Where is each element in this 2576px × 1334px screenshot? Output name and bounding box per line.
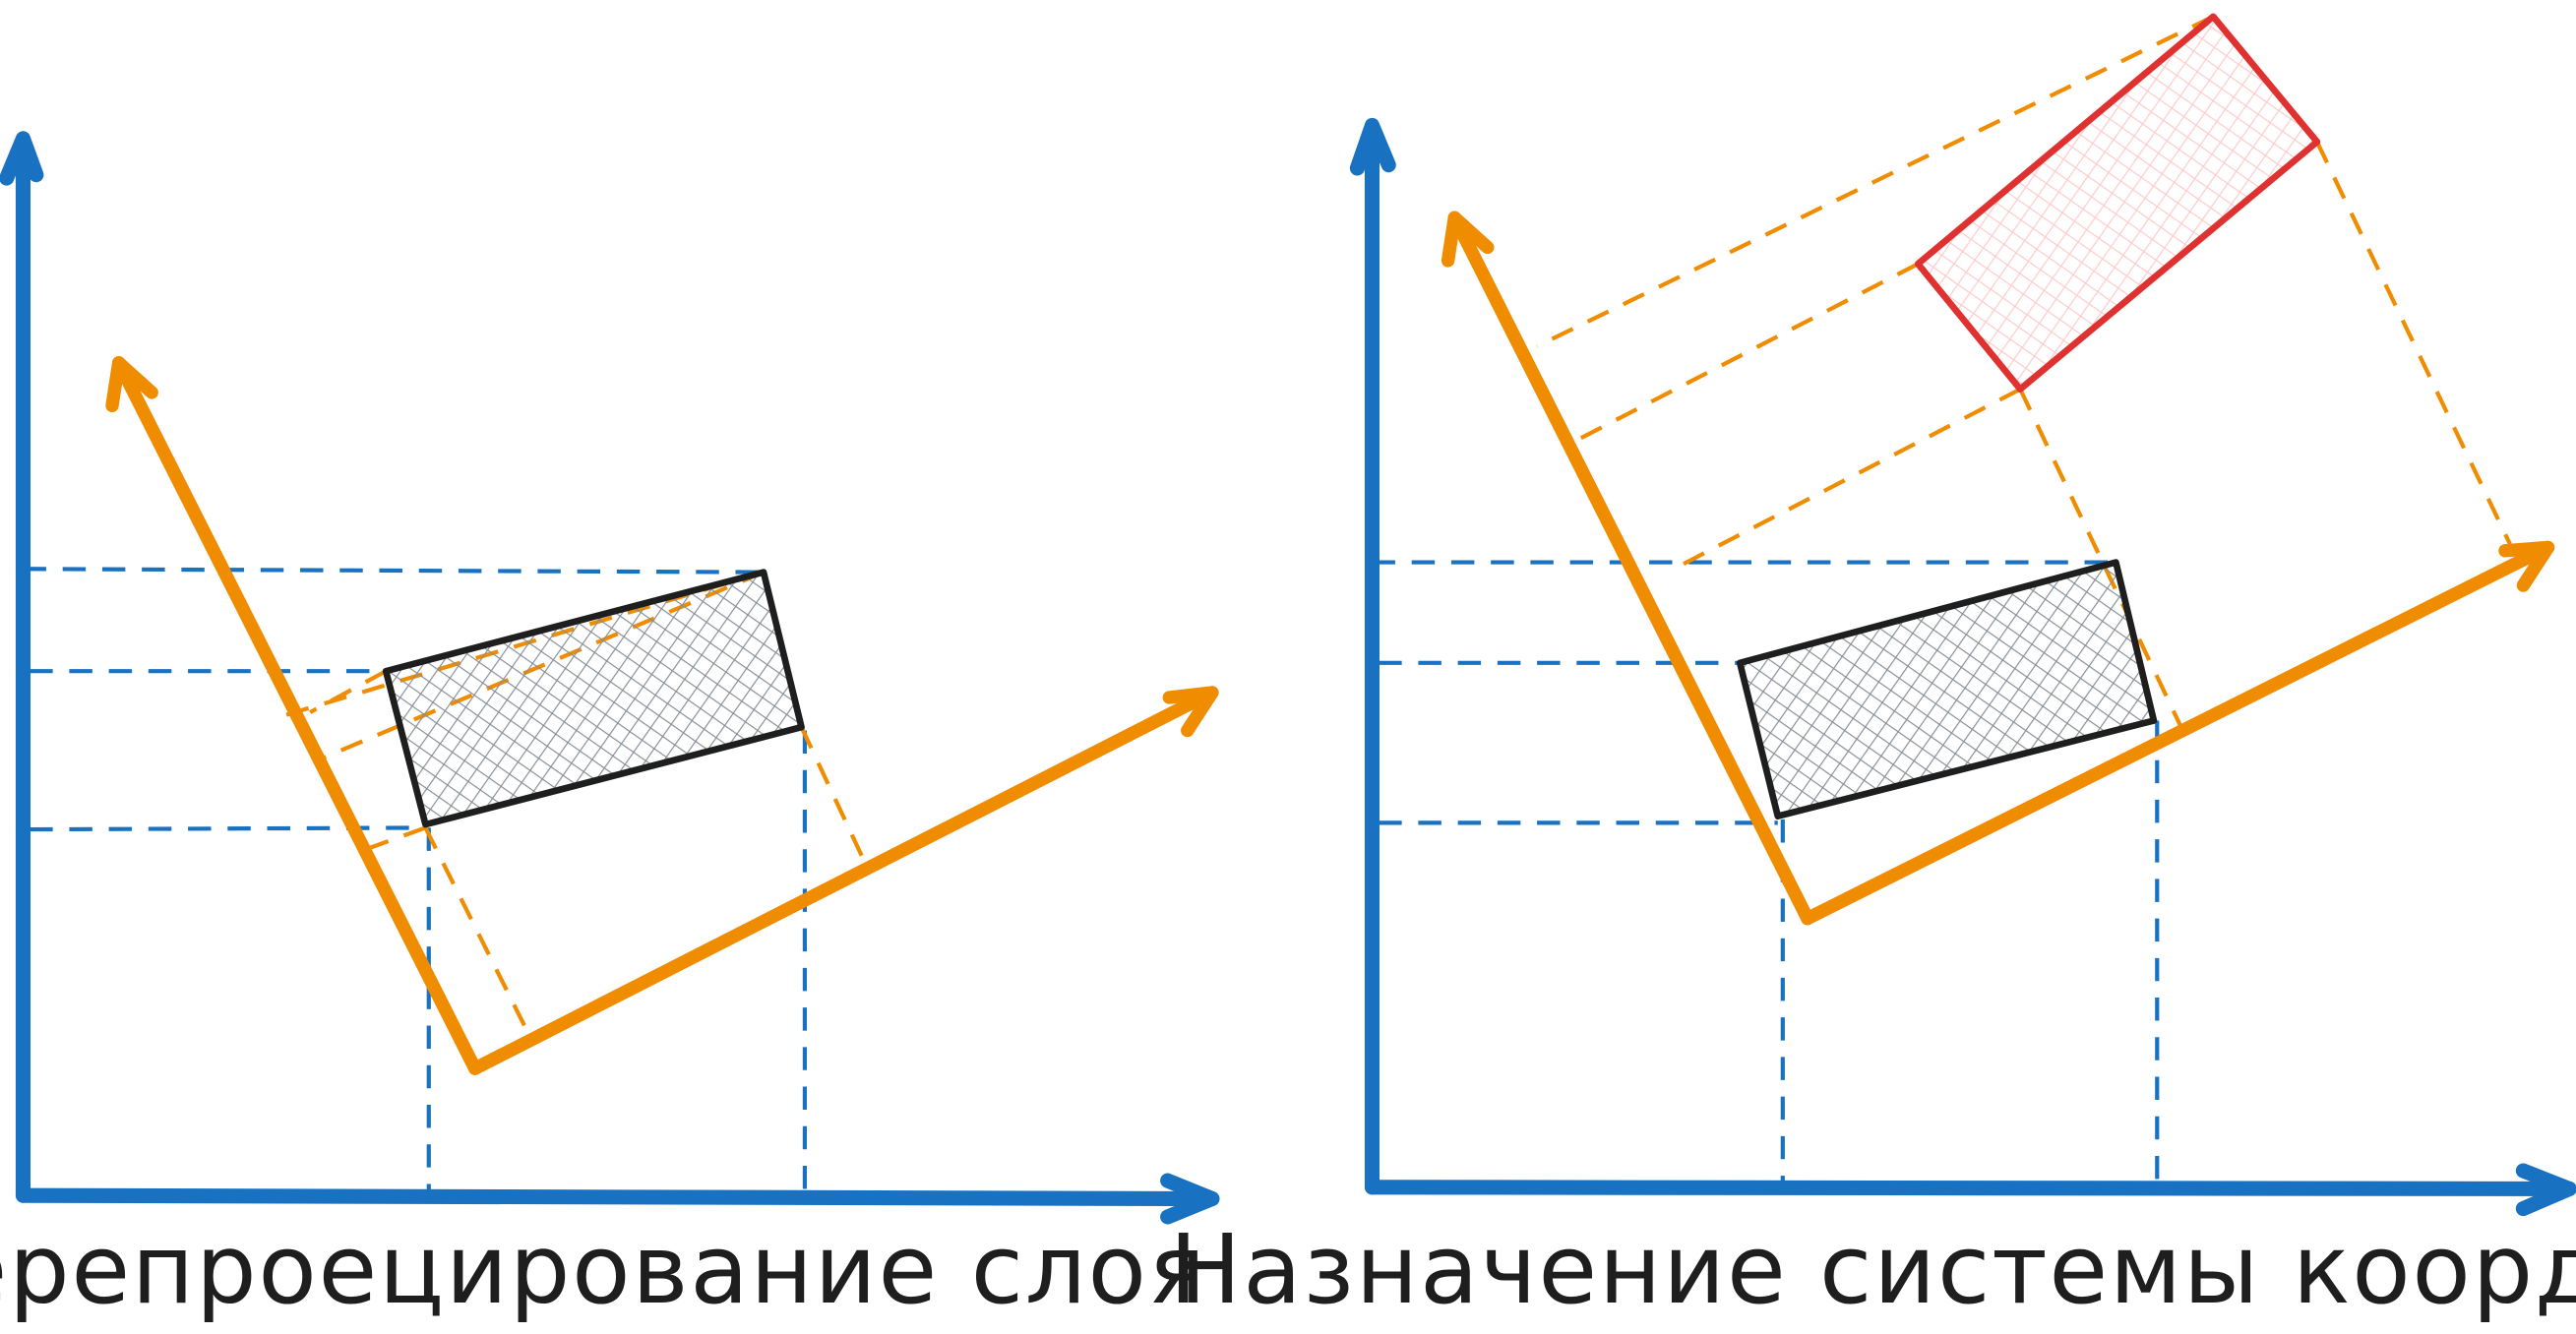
original-object (1736, 559, 2158, 820)
layer-crs-frame (105, 356, 1219, 1075)
assigned-crs-frame (1441, 211, 2555, 926)
global-axes (0, 131, 1220, 1225)
panel-reprojection: Перепроецирование слоя (0, 131, 1220, 1325)
assigned-object (1914, 13, 2321, 393)
layer-object (382, 569, 805, 828)
assigned-projection-lines (1536, 14, 2512, 734)
caption-assign-crs: Назначение системы координат (1169, 1214, 2576, 1325)
global-axes-right (1349, 117, 2576, 1217)
caption-reprojection: Перепроецирование слоя (0, 1214, 1207, 1325)
panel-assign-crs: Назначение системы координат (1169, 13, 2576, 1325)
